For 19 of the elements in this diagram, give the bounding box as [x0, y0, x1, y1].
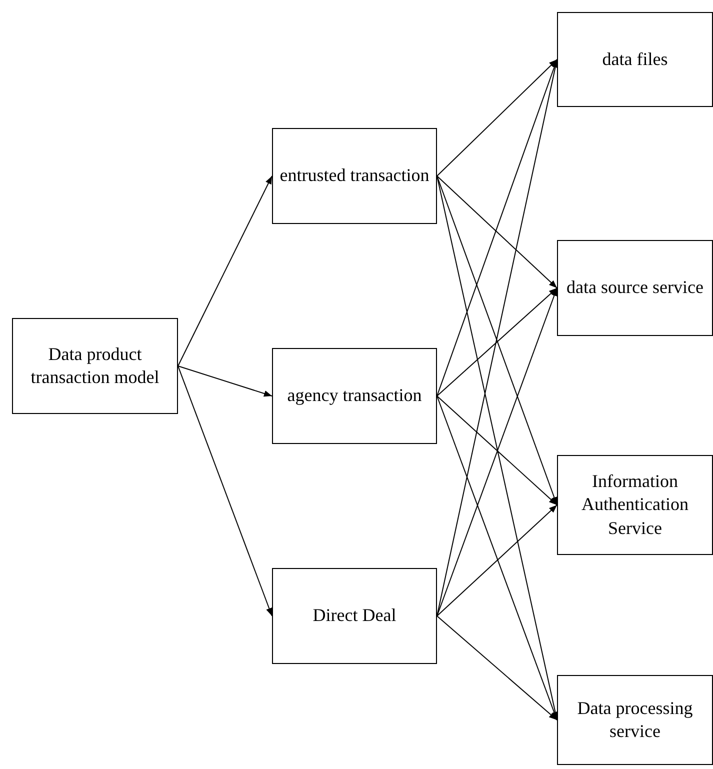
process-box: entrusted transaction [272, 128, 437, 224]
process-box: Data product transaction model [12, 318, 178, 414]
arrow [436, 288, 558, 396]
arrow [436, 616, 558, 720]
arrow [436, 288, 558, 616]
process-box: data source service [557, 240, 713, 336]
arrow [436, 176, 558, 506]
arrow [178, 176, 272, 366]
process-box: Direct Deal [272, 568, 437, 664]
arrow [436, 504, 558, 616]
arrow [178, 366, 272, 397]
process-box: data files [557, 12, 713, 107]
arrow [436, 396, 558, 506]
process-box: Data processing service [557, 675, 713, 765]
arrow [436, 59, 558, 176]
process-box: agency transaction [272, 348, 437, 444]
arrow [436, 176, 558, 288]
process-box: Information Authentication Service [557, 455, 713, 555]
arrow [178, 366, 272, 616]
